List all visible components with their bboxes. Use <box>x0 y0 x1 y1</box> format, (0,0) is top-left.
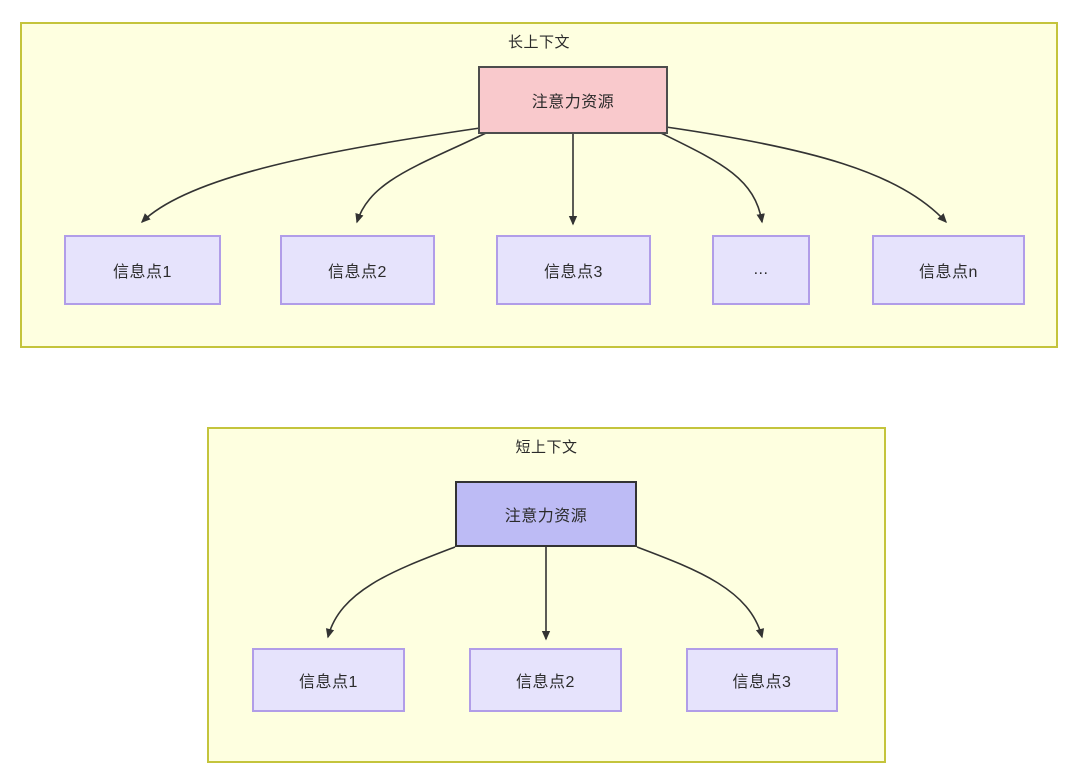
group-short-context-title: 短上下文 <box>515 439 578 456</box>
node-label: 信息点1 <box>113 264 172 281</box>
node-long-attention-resource[interactable]: 注意力资源 <box>478 66 668 134</box>
node-label: 注意力资源 <box>504 508 588 525</box>
node-label: 信息点n <box>919 264 978 281</box>
node-label: 注意力资源 <box>531 94 615 111</box>
node-long-info-n[interactable]: 信息点n <box>872 235 1025 305</box>
node-short-info-3[interactable]: 信息点3 <box>686 648 838 712</box>
group-short-context[interactable]: 短上下文 <box>207 427 886 763</box>
node-short-attention-resource[interactable]: 注意力资源 <box>455 481 637 547</box>
group-long-context-title: 长上下文 <box>507 34 570 51</box>
node-label: 信息点3 <box>732 674 792 691</box>
node-long-info-1[interactable]: 信息点1 <box>64 235 221 305</box>
node-label: 信息点1 <box>299 674 358 691</box>
node-label: 信息点3 <box>544 264 603 281</box>
node-long-info-ellipsis[interactable]: ... <box>712 235 810 305</box>
node-label: 信息点2 <box>516 674 575 691</box>
node-label: ... <box>753 261 769 278</box>
node-long-info-2[interactable]: 信息点2 <box>280 235 435 305</box>
node-short-info-2[interactable]: 信息点2 <box>469 648 622 712</box>
node-long-info-3[interactable]: 信息点3 <box>496 235 651 305</box>
node-short-info-1[interactable]: 信息点1 <box>252 648 405 712</box>
node-label: 信息点2 <box>328 264 387 281</box>
